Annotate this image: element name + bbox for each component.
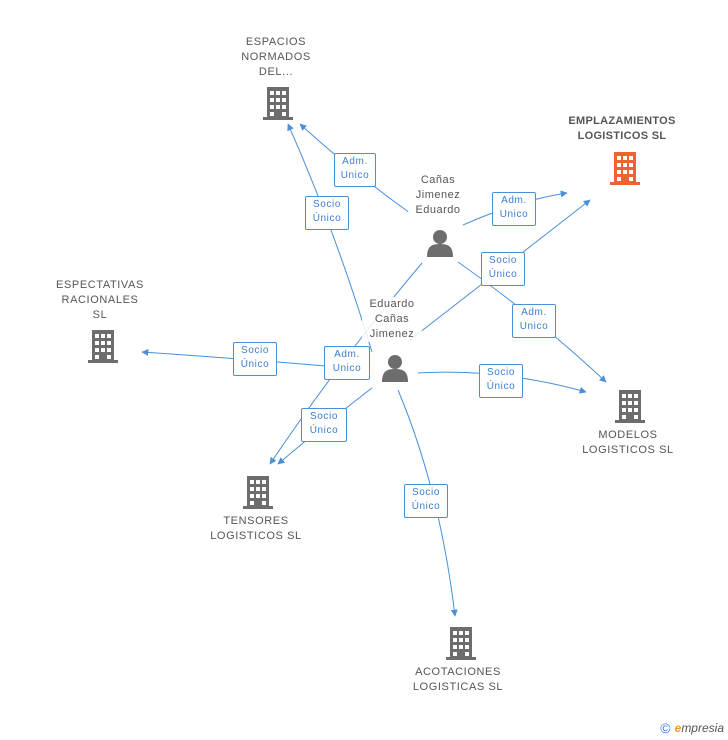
building-icon[interactable]: [263, 87, 293, 120]
copyright-footer: © empresia: [660, 720, 724, 736]
brand-name: mpresia: [681, 721, 724, 735]
person-label-canas-jimenez-eduardo[interactable]: Cañas Jimenez Eduardo: [408, 173, 468, 218]
edge-label-adm-unico: Adm. Unico: [334, 153, 376, 187]
edge-label-socio-unico: Socio Único: [479, 364, 523, 398]
edge-label-socio-unico: Socio Único: [301, 408, 347, 442]
person-icon[interactable]: [427, 230, 453, 257]
brand-logo[interactable]: empresia: [675, 721, 724, 735]
company-label-espacios[interactable]: ESPACIOS NORMADOS DEL...: [241, 36, 311, 78]
building-icon[interactable]: [243, 476, 273, 509]
edge-label-socio-unico: Socio Único: [305, 196, 349, 230]
edge-label-adm-unico: Adm. Unico: [512, 304, 556, 338]
edge-label-adm-unico: Adm. Unico: [492, 192, 536, 226]
building-icon[interactable]: [610, 152, 640, 185]
copyright-icon: ©: [660, 720, 671, 736]
company-label-acotaciones[interactable]: ACOTACIONES LOGISTICAS SL: [412, 666, 504, 693]
company-label-emplazamientos[interactable]: EMPLAZAMIENTOS LOGISTICOS SL: [568, 115, 676, 142]
edge-label-adm-unico: Adm. Unico: [324, 346, 370, 380]
edge-label-socio-unico: Socio Único: [481, 252, 525, 286]
company-label-tensores[interactable]: TENSORES LOGISTICOS SL: [210, 515, 302, 542]
company-label-modelos[interactable]: MODELOS LOGISTICOS SL: [582, 429, 674, 456]
edge-label-socio-unico: Socio Único: [233, 342, 277, 376]
building-icon[interactable]: [446, 627, 476, 660]
company-label-espectativas[interactable]: ESPECTATIVAS RACIONALES SL: [56, 279, 144, 321]
building-icon[interactable]: [615, 390, 645, 423]
brand-initial: e: [674, 721, 682, 735]
edge-label-socio-unico: Socio Único: [404, 484, 448, 518]
building-icon[interactable]: [88, 330, 118, 363]
person-icon[interactable]: [382, 355, 408, 382]
person-label-eduardo-canas-jimenez[interactable]: Eduardo Cañas Jimenez: [362, 297, 422, 342]
